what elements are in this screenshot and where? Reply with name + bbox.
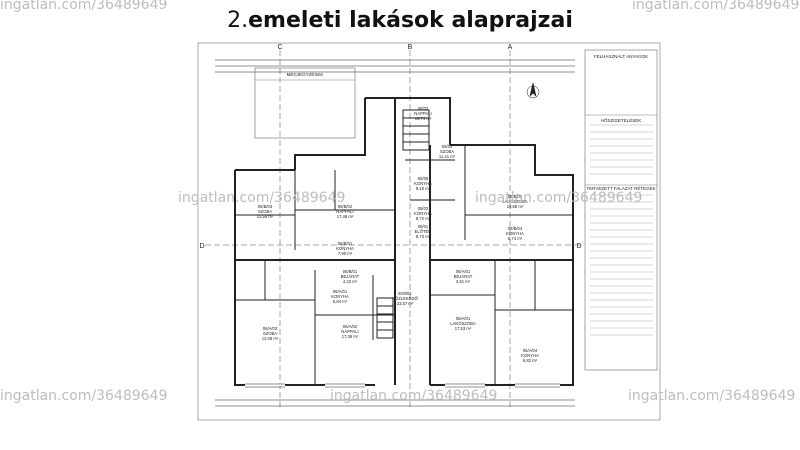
room-area: 16,68 m² — [507, 204, 524, 209]
grid-label-b: B — [408, 44, 413, 51]
title-text: emeleti lakások alaprajzai — [248, 8, 573, 33]
room-code: 06/B/02 — [338, 204, 353, 209]
room-code: 06/A/04 — [523, 348, 538, 353]
room-area: 6,84 m² — [333, 299, 348, 304]
room-code: 05/04 — [442, 144, 453, 149]
room-name: NAPPALI — [336, 209, 353, 214]
watermark: ingatlan.com/36489649 — [0, 0, 168, 13]
watermark: ingatlan.com/36489649 — [632, 0, 800, 13]
room-area: 8,73 m² — [416, 234, 431, 239]
grid-label-a: A — [508, 44, 513, 51]
notes-title: MEGJEGYZÉSEK — [287, 71, 324, 77]
room-area: 3,61 m² — [456, 279, 471, 284]
title-number: 2. — [227, 8, 249, 33]
grid-label-d-right: D — [576, 243, 581, 250]
room-code: 06/A/01 — [456, 269, 471, 274]
room-name: LAKÓSZOBA — [502, 199, 528, 204]
room-area: 17,38 m² — [342, 334, 359, 339]
room-area: 17,53 m² — [455, 326, 472, 331]
room-name: KONYHA — [331, 294, 349, 299]
room-name: BEJÁRAT — [454, 274, 473, 279]
room-name: LAKÓSZOBA — [450, 321, 476, 326]
room-code: 05/02 — [418, 206, 429, 211]
insulation-title: HŐSZIGETELÉSEK — [601, 117, 642, 123]
room-code: 06/B/05 — [508, 194, 523, 199]
room-name: KONYHA — [521, 353, 539, 358]
room-code: 06/B/01 — [343, 269, 358, 274]
room-name: ELŐTÉR — [415, 229, 432, 234]
room-name: KONYHA — [414, 211, 432, 216]
room-area: 8,72 m² — [416, 216, 431, 221]
room-area: 19,74 m² — [415, 116, 432, 121]
room-code: 06/B/03 — [258, 204, 273, 209]
room-code: 06/B/01 — [338, 241, 353, 246]
room-area: 11,41 m² — [439, 154, 456, 159]
room-name: SZOBA — [258, 209, 272, 214]
room-name: KONYHA — [336, 246, 354, 251]
room-name: SZOBA — [263, 331, 277, 336]
legend-title: FELHASZNÁLT ANYAGOK — [594, 53, 648, 59]
room-area: 12,08 m² — [262, 336, 279, 341]
room-area: 6,82 m² — [523, 358, 538, 363]
wall-layers-title: TERVEZETT FALAZAT RÉTEGEK — [586, 185, 655, 191]
room-name: NAPPALI — [341, 329, 358, 334]
room-code: 05/06 — [418, 176, 429, 181]
page-title: 2.emeleti lakások alaprajzai — [0, 8, 800, 33]
room-code: E/M/01 — [398, 291, 412, 296]
room-code: 06/A/03 — [263, 326, 278, 331]
room-code: 06/A/01 — [333, 289, 348, 294]
room-name: SZOBA — [440, 149, 454, 154]
watermark: ingatlan.com/36489649 — [475, 190, 643, 206]
room-area: 7,90 m² — [338, 251, 353, 256]
room-name: KONYHA — [414, 181, 432, 186]
watermark: ingatlan.com/36489649 — [0, 388, 168, 404]
room-code: 06/A/01 — [456, 316, 471, 321]
room-code: 05/01 — [418, 224, 429, 229]
room-area: 6,74 m² — [508, 236, 523, 241]
floor-plan: C B A D D FELHASZNÁLT ANYAGOK HŐSZIGETEL… — [197, 42, 661, 421]
room-code: 06/A/02 — [343, 324, 358, 329]
room-name: NAPPALI — [414, 111, 431, 116]
watermark: ingatlan.com/36489649 — [330, 388, 498, 404]
room-name: KONYHA — [506, 231, 524, 236]
room-code: 05/03 — [418, 106, 429, 111]
grid-label-d-left: D — [199, 243, 204, 250]
room-name: KÖZLEKEDŐ — [392, 296, 418, 301]
watermark: ingatlan.com/36489649 — [178, 190, 346, 206]
room-area: 17,48 m² — [337, 214, 354, 219]
room-area: 9,10 m² — [416, 186, 431, 191]
room-area: 23,57 m² — [397, 301, 414, 306]
room-code: 06/B/04 — [508, 226, 523, 231]
watermark: ingatlan.com/36489649 — [628, 388, 796, 404]
room-area: 4,22 m² — [343, 279, 358, 284]
grid-label-c: C — [277, 44, 282, 51]
room-area: 12,59 m² — [257, 214, 274, 219]
room-name: BEJÁRAT — [341, 274, 360, 279]
